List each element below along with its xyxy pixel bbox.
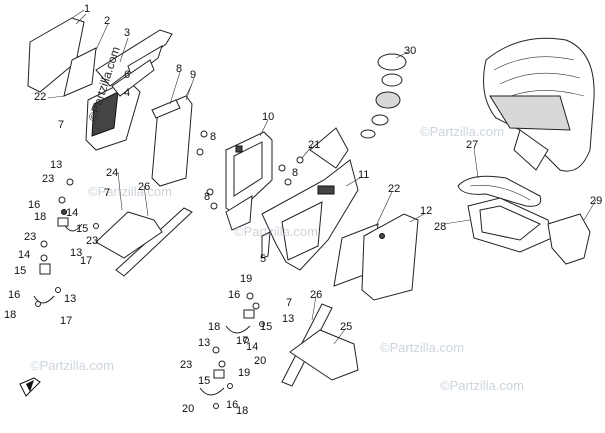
part-hardware-lower-center[interactable]	[199, 346, 233, 409]
callout-17-c: 17	[236, 335, 248, 347]
callout-23-a: 23	[42, 173, 54, 185]
watermark-text-1: ©Partzilla.com	[88, 184, 172, 199]
callout-26-left: 26	[138, 181, 150, 193]
callout-labels: 1 2 3 4 5 6 7 7 7 8 8 8 8 9 10 11 12 13 …	[4, 3, 602, 417]
callout-17-b: 17	[60, 315, 72, 327]
callout-16-a: 16	[28, 199, 40, 211]
callout-3: 3	[124, 27, 130, 39]
callout-13-d: 13	[282, 313, 294, 325]
callout-16-b: 16	[8, 289, 20, 301]
callout-8-mid: 8	[210, 131, 216, 143]
part-screws-center[interactable]	[196, 130, 292, 210]
callout-10: 10	[262, 111, 274, 123]
part-fuel-tank[interactable]	[483, 37, 595, 172]
part-side-trim-right[interactable]	[289, 329, 359, 381]
callout-13-b: 13	[70, 247, 82, 259]
front-direction-icon	[19, 377, 41, 397]
part-clip-5[interactable]	[261, 231, 271, 259]
callout-20-a: 20	[254, 355, 266, 367]
callout-15-b: 15	[14, 265, 26, 277]
part-center-frame[interactable]	[261, 127, 359, 271]
callout-15-a: 15	[76, 223, 88, 235]
callout-25: 25	[340, 321, 352, 333]
callout-5-center: 5	[260, 253, 266, 265]
callout-14-a: 14	[66, 207, 78, 219]
callout-29: 29	[590, 195, 602, 207]
part-side-strip-left[interactable]	[115, 207, 193, 277]
callout-1: 1	[84, 3, 90, 15]
callout-26-right: 26	[310, 289, 322, 301]
callout-8-right: 8	[292, 167, 298, 179]
callout-20-b: 20	[182, 403, 194, 415]
watermark-text-3: ©Partzilla.com	[420, 124, 504, 139]
callout-18-d: 18	[236, 405, 248, 417]
callout-9: 9	[190, 69, 196, 81]
callout-23-b: 23	[24, 231, 36, 243]
callout-22-left: 22	[34, 91, 46, 103]
watermark-text-2: ©Partzilla.com	[234, 224, 318, 239]
callout-13-a: 13	[50, 159, 62, 171]
watermark-text-6: ©Partzilla.com	[440, 378, 524, 393]
part-bolt-21[interactable]	[296, 156, 304, 164]
callout-19-a: 19	[240, 273, 252, 285]
callout-16-d: 16	[226, 399, 238, 411]
part-tank-pad-left[interactable]	[467, 197, 553, 253]
part-fuel-cap[interactable]	[360, 53, 407, 139]
callout-13-c: 13	[64, 293, 76, 305]
watermark-text-5: ©Partzilla.com	[380, 340, 464, 355]
callout-16-c: 16	[228, 289, 240, 301]
callout-17-a: 17	[80, 255, 92, 267]
callout-15-c: 15	[260, 321, 272, 333]
watermark-text-4: ©Partzilla.com	[30, 358, 114, 373]
callout-12: 12	[420, 205, 432, 217]
callout-8-top: 8	[176, 63, 182, 75]
part-inner-panel[interactable]	[85, 59, 155, 151]
callout-8-low: 8	[204, 191, 210, 203]
part-hardware-upper-center[interactable]	[225, 292, 265, 343]
callout-22-center: 22	[388, 183, 400, 195]
callout-21: 21	[308, 139, 320, 151]
part-control-box[interactable]	[225, 131, 273, 231]
part-hardware-lower-left[interactable]	[33, 240, 61, 307]
callout-11: 11	[358, 169, 369, 181]
callout-7-center: 7	[286, 297, 292, 309]
callout-15-d: 15	[198, 375, 210, 387]
callout-19-b: 19	[238, 367, 250, 379]
callout-4: 4	[124, 87, 130, 99]
part-storage-box[interactable]	[151, 83, 193, 187]
callout-2: 2	[104, 15, 110, 27]
callout-23-d: 23	[180, 359, 192, 371]
callout-30: 30	[404, 45, 416, 57]
part-side-trim-left[interactable]	[95, 211, 163, 259]
callout-18-a: 18	[34, 211, 46, 223]
part-hardware-upper-left[interactable]	[57, 178, 99, 232]
callout-14-c: 14	[246, 341, 258, 353]
part-cover-panel[interactable]	[361, 213, 419, 301]
leader-lines	[75, 13, 597, 345]
callout-18-c: 18	[208, 321, 220, 333]
callout-18-b: 18	[4, 309, 16, 321]
callout-27: 27	[466, 139, 478, 151]
callout-6: 6	[124, 69, 130, 81]
callout-13-e: 13	[198, 337, 210, 349]
callout-7-top: 7	[58, 119, 64, 131]
callout-28: 28	[434, 221, 446, 233]
part-emblem-left[interactable]	[47, 47, 97, 99]
callout-24: 24	[106, 167, 118, 179]
callout-14-b: 14	[18, 249, 30, 261]
part-tank-pad-right[interactable]	[547, 213, 591, 265]
callout-23-c: 23	[86, 235, 98, 247]
callout-7-mid: 7	[104, 187, 110, 199]
